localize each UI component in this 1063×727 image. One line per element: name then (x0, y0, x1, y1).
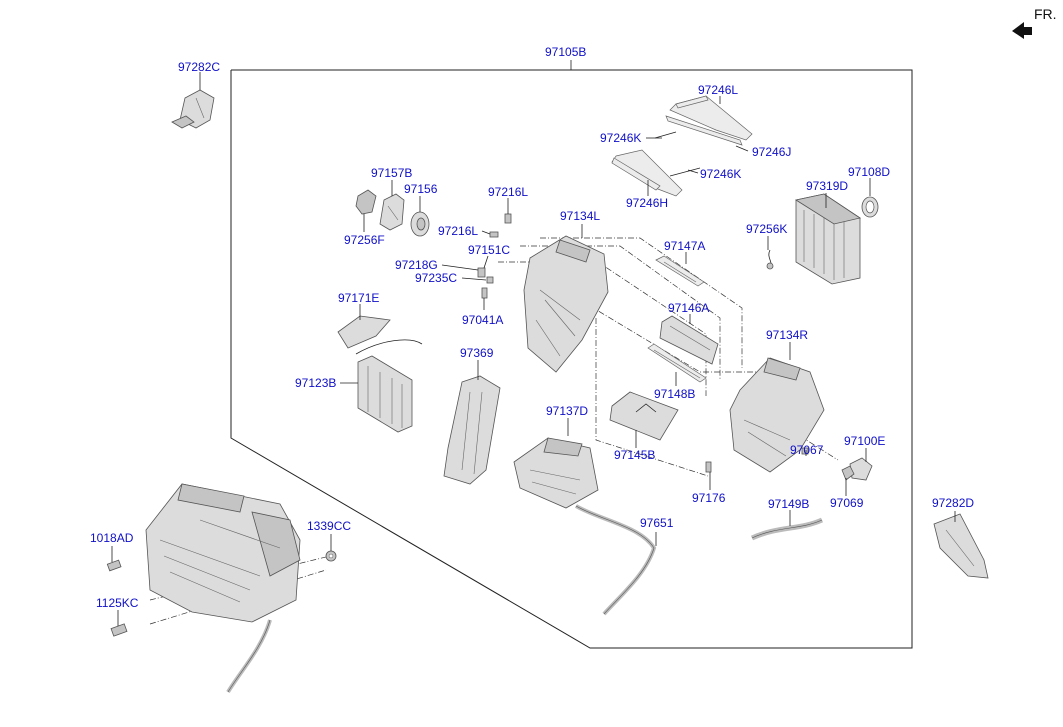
label-1125KC[interactable]: 1125KC (96, 596, 139, 610)
label-97235C[interactable]: 97235C (415, 271, 457, 285)
label-97137D[interactable]: 97137D (546, 404, 588, 418)
front-arrow-icon (1012, 22, 1032, 39)
actuator-97100E[interactable] (849, 457, 873, 481)
duct-97369[interactable] (443, 375, 501, 485)
label-97134L[interactable]: 97134L (560, 209, 600, 223)
label-97067[interactable]: 97067 (790, 443, 824, 457)
label-97282D[interactable]: 97282D (932, 496, 974, 510)
label-97041A[interactable]: 97041A (462, 313, 503, 327)
fasteners-group[interactable] (477, 213, 512, 299)
oring-97108D[interactable] (861, 196, 879, 218)
bolt-1018AD[interactable] (106, 559, 122, 572)
label-97156[interactable]: 97156 (404, 182, 438, 196)
label-97246H[interactable]: 97246H (626, 196, 668, 210)
label-1018AD[interactable]: 1018AD (90, 531, 134, 545)
label-97149B[interactable]: 97149B (768, 497, 809, 511)
label-97157B[interactable]: 97157B (371, 166, 412, 180)
label-97148B[interactable]: 97148B (654, 387, 695, 401)
label-97146A[interactable]: 97146A (668, 301, 709, 315)
label-97369[interactable]: 97369 (460, 346, 494, 360)
label-97216L-lower[interactable]: 97216L (438, 224, 478, 238)
label-97145B[interactable]: 97145B (614, 448, 655, 462)
label-97319D[interactable]: 97319D (806, 179, 848, 193)
drain-hose-97651[interactable] (574, 504, 657, 616)
label-97216L-upper[interactable]: 97216L (488, 185, 528, 199)
label-97246K-lower[interactable]: 97246K (700, 167, 741, 181)
screw-97067[interactable] (801, 447, 809, 455)
label-97105B[interactable]: 97105B (545, 45, 586, 59)
pipe-97149B[interactable] (750, 517, 824, 541)
screw-97176[interactable] (705, 461, 712, 473)
label-97256F[interactable]: 97256F (344, 233, 385, 247)
hvac-assembly[interactable] (145, 483, 301, 694)
label-97256K[interactable]: 97256K (746, 222, 787, 236)
case-right-97134R[interactable] (729, 357, 825, 473)
seal-strips[interactable] (611, 95, 753, 197)
label-97246J[interactable]: 97246J (752, 145, 791, 159)
label-97134R[interactable]: 97134R (766, 328, 808, 342)
sensor-97256K[interactable] (766, 249, 774, 270)
actuator-97157B[interactable] (379, 193, 405, 231)
label-97246K-upper[interactable]: 97246K (600, 131, 641, 145)
actuator-97256F[interactable] (355, 189, 377, 215)
label-97171E[interactable]: 97171E (338, 291, 379, 305)
part-labels: 97105B 97282C 97246L 97246K 97246J 97246… (90, 45, 974, 610)
direction-label: FR. (1034, 6, 1057, 22)
pipe-97171E[interactable] (337, 315, 391, 349)
filter-strip-97148B[interactable] (647, 343, 707, 383)
case-left-97134L[interactable] (523, 235, 609, 373)
leader-lines (111, 72, 956, 626)
label-97147A[interactable]: 97147A (664, 239, 705, 253)
nut-1339CC[interactable] (325, 550, 337, 562)
label-97100E[interactable]: 97100E (844, 434, 885, 448)
tray-97145B[interactable] (609, 391, 679, 441)
lower-case-97137D[interactable] (513, 437, 599, 509)
bracket-97282D[interactable] (933, 513, 989, 579)
label-97151C[interactable]: 97151C (468, 243, 510, 257)
label-97123B[interactable]: 97123B (295, 376, 336, 390)
label-97108D[interactable]: 97108D (848, 165, 890, 179)
filter-strip-97147A[interactable] (655, 255, 705, 287)
assembly-frame (230, 60, 913, 649)
actuator-part-97069[interactable] (841, 465, 855, 481)
label-97246L[interactable]: 97246L (698, 83, 738, 97)
bolt-1125KC[interactable] (110, 623, 128, 637)
evaporator-core-97319D[interactable] (794, 193, 861, 285)
actuator-gear-97156[interactable] (410, 211, 430, 237)
label-97176[interactable]: 97176 (692, 491, 726, 505)
direction-indicator: FR. (1012, 6, 1057, 39)
bracket-97282C[interactable] (171, 89, 215, 129)
label-97218G[interactable]: 97218G (395, 258, 438, 272)
heater-core-97123B[interactable] (355, 339, 423, 433)
label-97282C[interactable]: 97282C (178, 60, 220, 74)
label-97651[interactable]: 97651 (640, 516, 674, 530)
label-1339CC[interactable]: 1339CC (307, 519, 351, 533)
filter-97146A[interactable] (659, 315, 719, 365)
label-97069[interactable]: 97069 (830, 496, 864, 510)
